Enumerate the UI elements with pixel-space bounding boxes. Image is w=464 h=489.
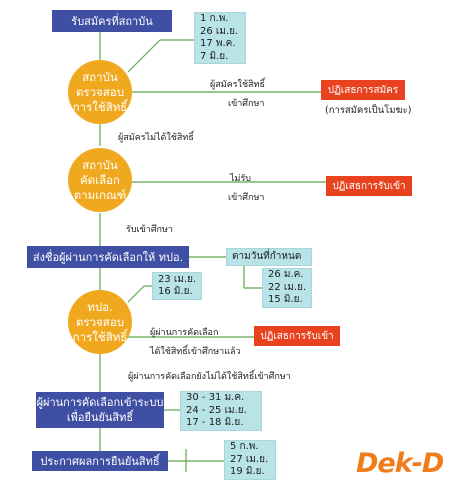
check1-line3: การใช้สิทธิ์: [72, 99, 128, 114]
date-item: 22 เม.ย.: [268, 281, 307, 293]
check2-line2: ตรวจสอบ: [75, 314, 125, 329]
select-line2: คัดเลือก: [79, 172, 120, 187]
date-item: 23 เม.ย.: [158, 273, 197, 285]
date-item: 17 พ.ค.: [200, 38, 236, 49]
date-item: 26 เม.ย.: [200, 25, 239, 37]
confirm-system-line1: ผู้ผ่านการคัดเลือกเข้าระบบ: [36, 396, 164, 409]
label-admitted2: เข้าศึกษา: [228, 193, 265, 203]
connector-register-dates: [127, 39, 161, 73]
announce-box: ประกาศผลการยืนยันสิทธิ์: [32, 451, 168, 471]
select-line1: สถาบัน: [82, 157, 118, 172]
register-dates-box: 1 ก.พ. 26 เม.ย. 17 พ.ค. 7 มิ.ย.: [194, 12, 246, 64]
label-admitted: เข้าศึกษา: [228, 99, 265, 109]
reject-admit2-box: ปฏิเสธการรับเข้า: [254, 326, 340, 346]
select-line3: ตามเกณฑ์: [73, 187, 127, 202]
check1-line2: ตรวจสอบ: [75, 84, 125, 99]
reject-apply-box: ปฏิเสธการสมัคร: [321, 80, 405, 100]
deadline-header-box: ตามวันที่กำหนด: [226, 248, 312, 266]
reject-apply-note: (การสมัครเป็นโมฆะ): [325, 105, 412, 116]
deadline-dates-box: 26 ม.ค. 22 เม.ย. 15 มิ.ย.: [262, 268, 312, 308]
announce-dates-box: 5 ก.พ. 27 เม.ย. 19 มิ.ย.: [224, 440, 276, 480]
label-not-used: ผู้สมัครไม่ได้ใช้สิทธิ์: [118, 133, 194, 143]
label-used-right: ผู้สมัครใช้สิทธิ์: [210, 80, 265, 90]
label-passed-not-used: ผู้ผ่านการคัดเลือกยังไม่ได้ใช้สิทธิ์เข้า…: [128, 372, 291, 382]
confirm-system-box: ผู้ผ่านการคัดเลือกเข้าระบบ เพื่อยืนยันสิ…: [36, 392, 164, 428]
send-names-box: ส่งชื่อผู้ผ่านการคัดเลือกให้ ทปอ.: [27, 246, 189, 268]
date-item: 16 มิ.ย.: [158, 286, 193, 297]
date-item: 15 มิ.ย.: [268, 294, 303, 306]
dekd-logo: Dek-D: [356, 448, 444, 479]
check2-circle: ทปอ. ตรวจสอบ การใช้สิทธิ์: [68, 290, 132, 354]
date-item: 7 มิ.ย.: [200, 50, 229, 62]
register-box: รับสมัครที่สถาบัน: [52, 10, 172, 32]
select-circle: สถาบัน คัดเลือก ตามเกณฑ์: [68, 148, 132, 212]
date-item: 17 - 18 มิ.ย.: [186, 417, 244, 429]
date-item: 24 - 25 เม.ย.: [186, 404, 247, 416]
date-item: 26 ม.ค.: [268, 269, 304, 281]
label-passed: ผู้ผ่านการคัดเลือก: [150, 328, 219, 338]
date-item: 19 มิ.ย.: [230, 466, 265, 478]
date-item: 27 เม.ย.: [230, 453, 269, 465]
check2-line3: การใช้สิทธิ์: [72, 329, 128, 344]
confirm-dates-box: 30 - 31 ม.ค. 24 - 25 เม.ย. 17 - 18 มิ.ย.: [180, 391, 262, 431]
connector-check2-dates: [127, 285, 145, 303]
reject-admit1-box: ปฏิเสธการรับเข้า: [326, 176, 412, 196]
label-accepted: รับเข้าศึกษา: [126, 225, 173, 235]
date-item: 1 ก.พ.: [200, 13, 229, 24]
check2-dates-box: 23 เม.ย. 16 มิ.ย.: [152, 272, 202, 300]
label-used-right-admitted: ได้ใช้สิทธิ์เข้าศึกษาแล้ว: [150, 347, 241, 357]
check1-line1: สถาบัน: [82, 69, 118, 84]
label-not-accepted: ไม่รับ: [230, 174, 252, 184]
confirm-system-line2: เพื่อยืนยันสิทธิ์: [66, 411, 134, 424]
date-item: 30 - 31 ม.ค.: [186, 392, 245, 404]
check1-circle: สถาบัน ตรวจสอบ การใช้สิทธิ์: [68, 60, 132, 124]
check2-line1: ทปอ.: [87, 299, 113, 314]
date-item: 5 ก.พ.: [230, 441, 259, 453]
